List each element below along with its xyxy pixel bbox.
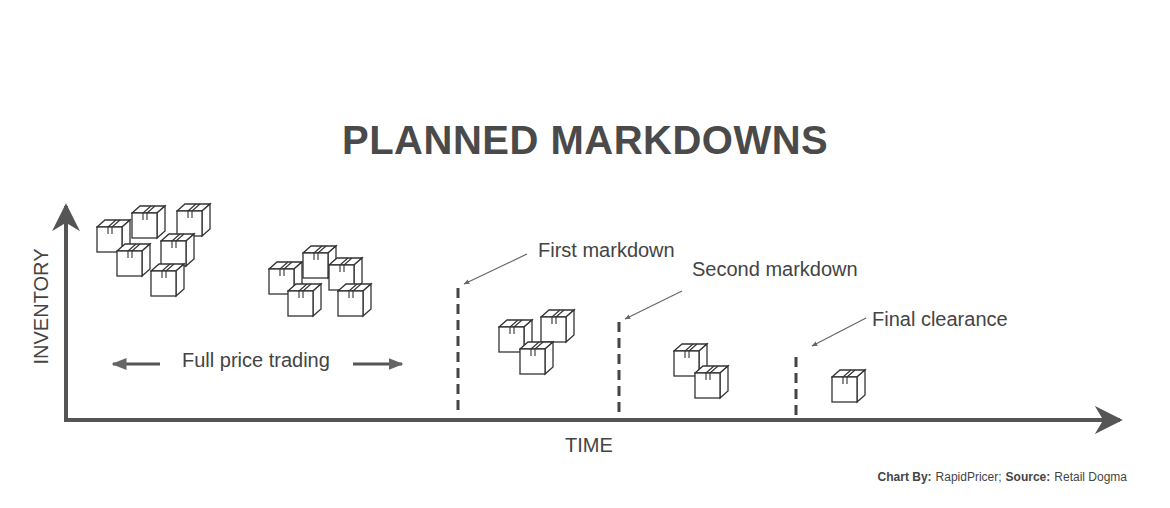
credit-text: Retail Dogma xyxy=(1054,470,1127,484)
markdown-label: First markdown xyxy=(538,239,675,262)
leader-line xyxy=(812,318,866,346)
box-icon xyxy=(288,284,321,316)
box-icon xyxy=(151,264,184,296)
box-icon xyxy=(177,204,210,236)
box-icon xyxy=(338,284,371,316)
credit-text: Chart By: xyxy=(878,470,932,484)
credit-text: RapidPricer; xyxy=(936,470,1002,484)
leader-line xyxy=(464,254,527,284)
markdown-line xyxy=(457,288,460,410)
inventory-boxes xyxy=(97,204,865,402)
markdown-label: Final clearance xyxy=(872,308,1008,331)
chart-title: PLANNED MARKDOWNS xyxy=(342,118,828,163)
box-icon xyxy=(117,244,150,276)
markdown-label: Second markdown xyxy=(692,258,858,281)
credit-text: Source: xyxy=(1006,470,1051,484)
range-arrow xyxy=(113,363,160,366)
box-icon xyxy=(132,206,165,238)
credit-line: Chart By: RapidPricer; Source:Retail Dogma xyxy=(878,470,1127,484)
phase-label: Full price trading xyxy=(182,349,330,372)
y-axis xyxy=(64,206,68,420)
box-icon xyxy=(161,234,194,266)
range-arrow xyxy=(353,363,402,366)
x-axis xyxy=(64,418,1120,422)
markdown-line xyxy=(618,322,621,418)
box-icon xyxy=(695,366,728,398)
markdown-line xyxy=(795,357,798,418)
axis-label: TIME xyxy=(565,434,613,457)
box-icon xyxy=(541,310,574,342)
leader-line xyxy=(625,291,682,319)
box-icon xyxy=(520,342,553,374)
axis-label: INVENTORY xyxy=(30,249,53,365)
box-icon xyxy=(832,370,865,402)
